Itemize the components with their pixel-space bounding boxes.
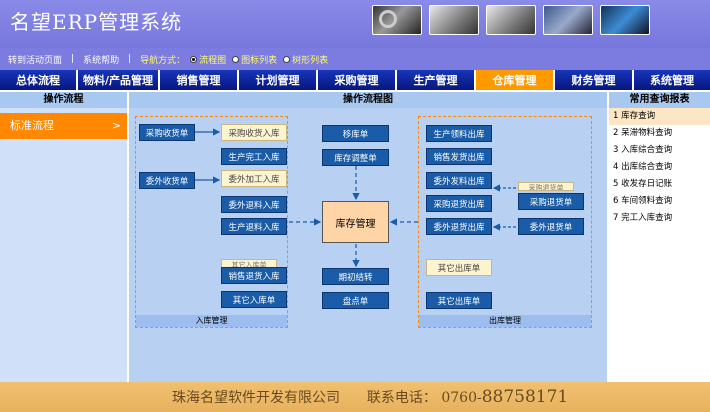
globe-image <box>600 5 650 35</box>
system-help-link[interactable]: 系统帮助 <box>83 55 120 66</box>
separator: | <box>128 54 132 64</box>
app-header: 名望ERP管理系统 <box>0 0 710 48</box>
sales-return-inbound-button[interactable]: 销售退货入库 <box>221 267 287 284</box>
footer-contact: 珠海名望软件开发有限公司 联系电话： 0760-88758171 <box>172 387 568 407</box>
right-panel: 常用查询报表 1 库存查询 2 呆滞物料查询 3 入库综合查询 4 出库综合查询… <box>609 92 710 382</box>
inbound-group: 入库管理 <box>135 116 288 328</box>
phone-area-code: 0760- <box>441 390 482 406</box>
report-item-daily-ledger[interactable]: 5 收发存日记账 <box>613 179 673 189</box>
report-item-dead-stock-query[interactable]: 2 呆滞物料查询 <box>613 128 673 138</box>
tab-warehouse[interactable]: 仓库管理 <box>476 70 555 90</box>
purchase-receipt-inbound-box: 采购收货入库 <box>221 124 287 141</box>
other-inbound-button[interactable]: 其它入库单 <box>221 291 287 308</box>
flow-connectors <box>195 128 516 268</box>
tab-overall-flow[interactable]: 总体流程 <box>0 70 78 90</box>
goto-active-page-link[interactable]: 转到活动页面 <box>8 55 63 66</box>
option-tree-list[interactable]: 树形列表 <box>292 55 329 66</box>
tab-planning[interactable]: 计划管理 <box>239 70 318 90</box>
stock-adjustment-button[interactable]: 库存调整单 <box>322 149 389 166</box>
main-nav: 总体流程 物料/产品管理 销售管理 计划管理 采购管理 生产管理 仓库管理 财务… <box>0 70 710 90</box>
inbound-group-label: 入库管理 <box>136 315 287 327</box>
nav-mode-label: 导航方式： <box>140 55 186 66</box>
report-item-completion-inbound[interactable]: 7 完工入库查询 <box>613 213 673 223</box>
outbound-group-label: 出库管理 <box>419 315 591 327</box>
tab-sales[interactable]: 销售管理 <box>160 70 239 90</box>
sidebar-item-standard-flow[interactable]: 标准流程 > <box>0 113 127 139</box>
purchase-return-ghost: 采购退货单 <box>518 182 574 191</box>
purchase-receipt-button[interactable]: 采购收货单 <box>139 124 195 141</box>
stocktake-button[interactable]: 盘点单 <box>322 292 389 309</box>
radio-flowchart[interactable] <box>190 55 198 63</box>
report-item-outbound-summary[interactable]: 4 出库综合查询 <box>613 162 673 172</box>
tab-system[interactable]: 系统管理 <box>634 70 710 90</box>
production-completion-inbound-button[interactable]: 生产完工入库 <box>221 148 287 165</box>
other-outbound-box: 其它出库单 <box>426 259 492 276</box>
phone-number: 88758171 <box>481 387 569 407</box>
left-panel: 操作流程 标准流程 > <box>0 92 127 382</box>
outsourcing-return-outbound-button[interactable]: 委外退货出库 <box>426 218 492 235</box>
option-flowchart[interactable]: 流程图 <box>199 55 227 66</box>
report-item-workshop-picking[interactable]: 6 车间领料查询 <box>613 196 673 206</box>
outsourcing-processing-inbound-box: 委外加工入库 <box>221 170 287 187</box>
phone-label: 联系电话： <box>366 390 437 406</box>
tab-material-product[interactable]: 物料/产品管理 <box>78 70 160 90</box>
outsourcing-issue-outbound-button[interactable]: 委外发料出库 <box>426 172 492 189</box>
other-outbound-button[interactable]: 其它出库单 <box>426 292 492 309</box>
purchase-return-order-button[interactable]: 采购退货单 <box>518 193 584 210</box>
stock-transfer-button[interactable]: 移库单 <box>322 125 389 142</box>
people-image <box>486 5 536 35</box>
report-item-inbound-summary[interactable]: 3 入库综合查询 <box>613 145 673 155</box>
radio-icon-list[interactable] <box>232 55 240 63</box>
tab-finance[interactable]: 财务管理 <box>555 70 634 90</box>
production-return-inbound-button[interactable]: 生产退料入库 <box>221 218 287 235</box>
tab-purchasing[interactable]: 采购管理 <box>318 70 397 90</box>
option-icon-list[interactable]: 图标列表 <box>241 55 278 66</box>
report-item-inventory-query[interactable]: 1 库存查询 <box>609 108 710 125</box>
purchase-return-outbound-button[interactable]: 采购退货出库 <box>426 195 492 212</box>
chevron-right-icon: > <box>111 119 121 132</box>
company-name: 珠海名望软件开发有限公司 <box>172 390 340 406</box>
sidebar-item-label: 标准流程 <box>10 119 54 132</box>
sales-delivery-outbound-button[interactable]: 销售发货出库 <box>426 148 492 165</box>
flowchart-panel: 操作流程图 入库管理 出库管理 采购收货单 采购收货入库 生产完工入库 委外收货… <box>129 92 607 382</box>
outbound-group: 出库管理 <box>418 116 592 328</box>
flowchart-title: 操作流程图 <box>129 92 607 108</box>
opening-carryover-button[interactable]: 期初结转 <box>322 268 389 285</box>
people-image <box>429 5 479 35</box>
computer-image <box>543 5 593 35</box>
tab-production[interactable]: 生产管理 <box>397 70 476 90</box>
inventory-management-node[interactable]: 库存管理 <box>322 201 389 243</box>
sub-toolbar: 转到活动页面 | 系统帮助 | 导航方式： 流程图 图标列表 树形列表 <box>0 48 710 70</box>
outsourcing-return-order-button[interactable]: 委外退货单 <box>518 218 584 235</box>
radio-tree-list[interactable] <box>283 55 291 63</box>
left-panel-title: 操作流程 <box>0 92 127 108</box>
production-picking-outbound-button[interactable]: 生产领料出库 <box>426 125 492 142</box>
app-title: 名望ERP管理系统 <box>10 10 183 34</box>
separator: | <box>71 54 75 64</box>
right-panel-title: 常用查询报表 <box>609 92 710 108</box>
outsourcing-return-inbound-button[interactable]: 委外退料入库 <box>221 196 287 213</box>
outsourcing-receipt-button[interactable]: 委外收货单 <box>139 172 195 189</box>
header-images <box>372 5 650 35</box>
footer: 珠海名望软件开发有限公司 联系电话： 0760-88758171 <box>0 382 710 412</box>
gears-image <box>372 5 422 35</box>
